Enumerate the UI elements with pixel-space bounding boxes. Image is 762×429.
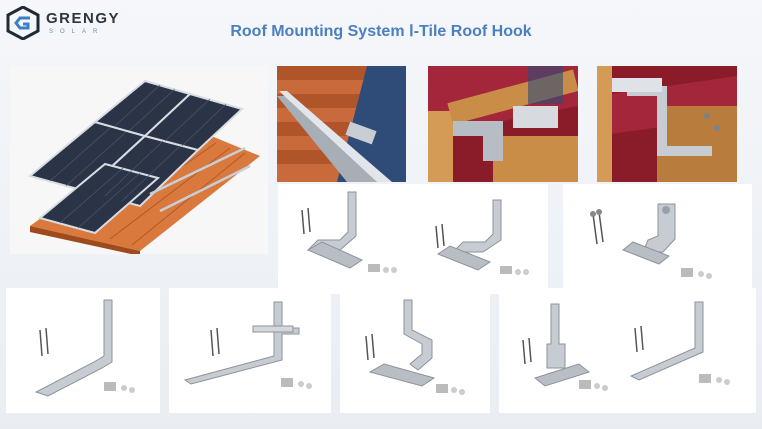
logo-mark-icon [6, 6, 40, 40]
hook-product-pair-1 [278, 184, 548, 294]
hook-product-6 [340, 288, 490, 413]
hook-product-5 [169, 288, 331, 413]
adjustable-hook-b [435, 199, 529, 275]
grengy-logo: GRENGY SOLAR [6, 6, 156, 42]
hook-side-photo [428, 66, 578, 182]
hook-product-3 [563, 184, 752, 294]
hook-product-pair-2 [499, 288, 756, 413]
roof-installation-image [10, 66, 268, 254]
hook-product-4 [6, 288, 160, 413]
page-title: Roof Mounting System Ⅰ-Tile Roof Hook [230, 23, 532, 40]
hook-closeup-photo [597, 66, 737, 182]
adjustable-hook-a [301, 191, 397, 273]
hook-on-tile-photo [277, 66, 406, 182]
logo-wordmark: GRENGY [46, 10, 121, 27]
adjustable-hook-c [522, 303, 608, 391]
logo-tagline: SOLAR [49, 29, 105, 35]
flat-hook-d [629, 301, 730, 385]
